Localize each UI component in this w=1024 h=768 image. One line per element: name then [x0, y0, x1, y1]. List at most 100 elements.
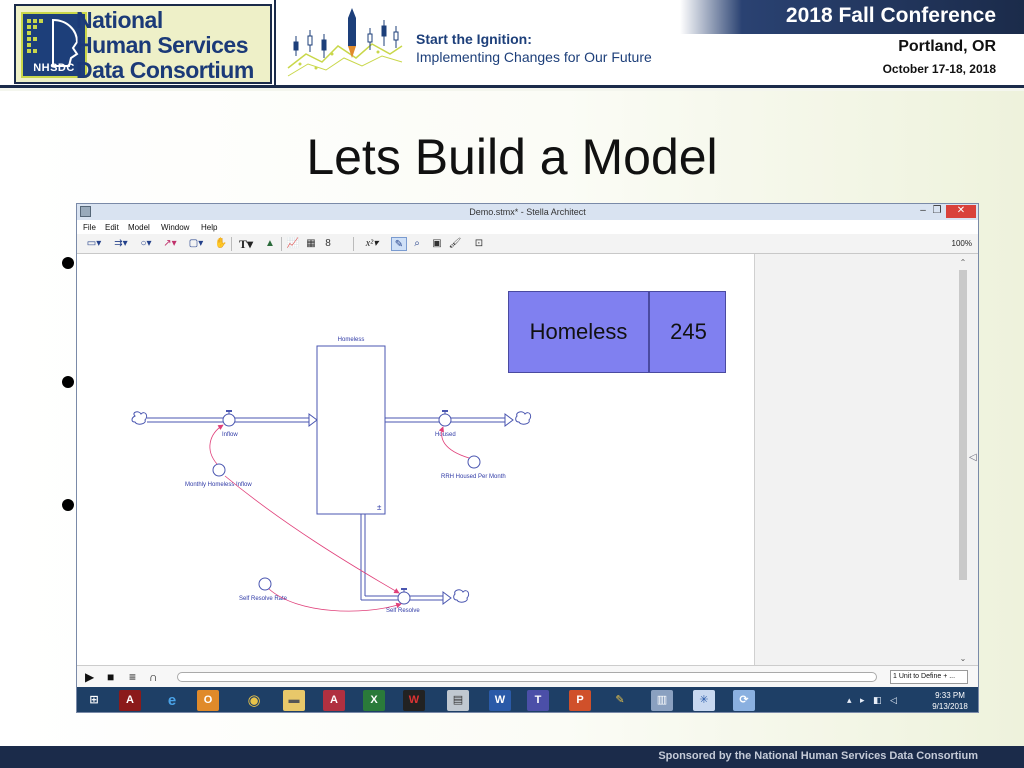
numeric-display[interactable]: Homeless 245 [508, 291, 726, 373]
toolbar-separator [281, 237, 282, 251]
panel-toggle-icon[interactable]: ◁ [969, 452, 977, 463]
database-icon[interactable]: ≡ [129, 670, 137, 684]
simulation-run-bar: ▶ ■ ≡ ∩ 1 Unit to Define + ... [77, 665, 978, 687]
graph-icon[interactable]: 📈 [286, 238, 300, 249]
housed-valve-icon[interactable] [438, 413, 452, 427]
edit-mode-icon[interactable]: ✎ [391, 237, 407, 251]
acrobat-icon[interactable]: A [119, 690, 141, 711]
self-resolve-rate-converter[interactable] [258, 577, 272, 591]
teams-icon[interactable]: T [527, 690, 549, 711]
housed-outflow-pipe[interactable] [385, 410, 532, 427]
rocket-launch-icon [287, 8, 403, 77]
source-cloud-icon [131, 411, 148, 425]
bullet-point-3 [62, 499, 74, 511]
slide-header: NHSDC National Human Services Data Conso… [0, 0, 1024, 88]
sponsor-text: Sponsored by the National Human Services… [658, 750, 978, 762]
taskbar-clock[interactable]: 9:33 PM 9/13/2018 [925, 690, 975, 712]
sink-cloud-icon [515, 411, 532, 425]
self-resolve-outflow-pipe[interactable] [360, 514, 470, 605]
connector-tool-icon[interactable]: ↗▾ [163, 238, 177, 249]
scanner-icon[interactable]: ▤ [447, 690, 469, 711]
menu-edit[interactable]: Edit [105, 223, 119, 232]
menu-window[interactable]: Window [161, 223, 190, 232]
play-icon[interactable]: ▶ [85, 670, 95, 684]
zoom-level[interactable]: 100% [951, 239, 972, 248]
rrh-converter[interactable] [467, 455, 481, 469]
internet-explorer-icon[interactable]: e [167, 692, 177, 709]
notepad-icon[interactable]: ▥ [651, 690, 673, 711]
consortium-emblem-icon: NHSDC [21, 12, 87, 78]
network-icon[interactable]: ✳ [693, 690, 715, 711]
numeric-display-icon[interactable]: 8 [325, 238, 331, 249]
paint-icon[interactable]: ✎ [615, 694, 625, 706]
menu-model[interactable]: Model [128, 223, 150, 232]
connector-housed[interactable] [438, 426, 470, 459]
bullet-point-1 [62, 257, 74, 269]
monthly-inflow-converter[interactable] [212, 463, 226, 477]
org-line-2: Human Services [76, 32, 248, 58]
connector-inflow-to-resolve[interactable] [224, 475, 400, 594]
properties-panel[interactable] [754, 254, 978, 665]
brush-icon[interactable]: 🖌 [448, 238, 462, 249]
close-button[interactable]: ✕ [946, 205, 976, 218]
org-line-1: National [76, 7, 163, 33]
converter-tool-icon[interactable]: ○▾ [140, 238, 152, 249]
menu-file[interactable]: File [83, 223, 96, 232]
word-icon[interactable]: W [489, 690, 511, 711]
outlook-icon[interactable]: O [197, 690, 219, 711]
monthly-inflow-label: Monthly Homeless Inflow [185, 482, 252, 488]
rrh-label: RRH Housed Per Month [441, 474, 506, 480]
file-explorer-icon[interactable]: ▬ [283, 690, 305, 711]
system-tray-icons[interactable]: ▴ ▸ ◧ ◁ [847, 695, 900, 705]
self-resolve-rate-label: Self Resolve Rate [239, 596, 288, 602]
self-resolve-valve-icon[interactable] [397, 591, 411, 605]
toolbar: ▭▾ ⇉▾ ○▾ ↗▾ ▢▾ ✋ T▾ ▲ 📈 ▦ 8 x²▾ ✎ ⌕ ▣ 🖌 … [77, 234, 978, 254]
module-tool-icon[interactable]: ▢▾ [188, 238, 204, 249]
equation-icon[interactable]: x²▾ [365, 238, 379, 249]
connector-rate[interactable] [268, 588, 402, 612]
time-slider[interactable] [177, 672, 877, 682]
properties-icon[interactable]: ▣ [432, 238, 442, 249]
excel-icon[interactable]: X [363, 690, 385, 711]
scroll-up-icon[interactable]: ⌃ [959, 258, 967, 267]
homeless-stock[interactable] [316, 345, 386, 515]
scroll-down-icon[interactable]: ⌄ [959, 654, 967, 663]
theme-line-1: Start the Ignition: [416, 31, 532, 47]
zoom-icon[interactable]: ⌕ [414, 238, 420, 249]
menu-bar: File Edit Model Window Help [77, 220, 978, 234]
windows-taskbar: ⊞ A e O ◉ ▬ A X W ▤ W T P ✎ ▥ ✳ ⟳ ▴ ▸ ◧ … [77, 687, 978, 712]
stock-tool-icon[interactable]: ▭▾ [86, 238, 102, 249]
maximize-button[interactable]: ❐ [932, 205, 942, 216]
clock-time: 9:33 PM [935, 691, 965, 700]
scroll-thumb[interactable] [959, 270, 967, 580]
window-titlebar[interactable]: Demo.stmx* - Stella Architect – ❐ ✕ [77, 204, 978, 220]
vertical-scrollbar[interactable]: ⌃ ⌄ [958, 258, 968, 665]
inflow-label: Inflow [222, 432, 238, 438]
toolbar-separator [353, 237, 354, 251]
flow-tool-icon[interactable]: ⇉▾ [114, 238, 128, 249]
stop-icon[interactable]: ■ [107, 670, 115, 684]
wordperfect-icon[interactable]: W [403, 690, 425, 711]
units-select[interactable]: 1 Unit to Define + ... [890, 670, 968, 684]
minimize-button[interactable]: – [920, 205, 926, 216]
hand-tool-icon[interactable]: ✋ [214, 238, 228, 249]
connector-inflow[interactable] [209, 424, 224, 465]
chrome-icon[interactable]: ◉ [247, 692, 261, 709]
model-canvas[interactable]: Inflow Homeless ± Housed [77, 254, 754, 665]
powerpoint-icon[interactable]: P [569, 690, 591, 711]
stock-marker: ± [377, 503, 382, 512]
inflow-valve-icon[interactable] [222, 413, 236, 427]
text-tool-icon[interactable]: T▾ [238, 237, 254, 251]
menu-help[interactable]: Help [201, 223, 218, 232]
conference-banner: 2018 Fall Conference [680, 0, 1024, 34]
image-tool-icon[interactable]: ▲ [265, 238, 275, 249]
access-icon[interactable]: A [323, 690, 345, 711]
theme-line-2: Implementing Changes for Our Future [416, 49, 652, 65]
restore-icon[interactable]: ∩ [149, 670, 158, 684]
inflow-pipe[interactable] [131, 410, 318, 427]
present-icon[interactable]: ⊡ [474, 238, 484, 249]
windows-start-icon[interactable]: ⊞ [89, 694, 99, 706]
window-title: Demo.stmx* - Stella Architect [469, 207, 586, 217]
table-icon[interactable]: ▦ [306, 238, 316, 249]
stella-icon[interactable]: ⟳ [733, 690, 755, 711]
